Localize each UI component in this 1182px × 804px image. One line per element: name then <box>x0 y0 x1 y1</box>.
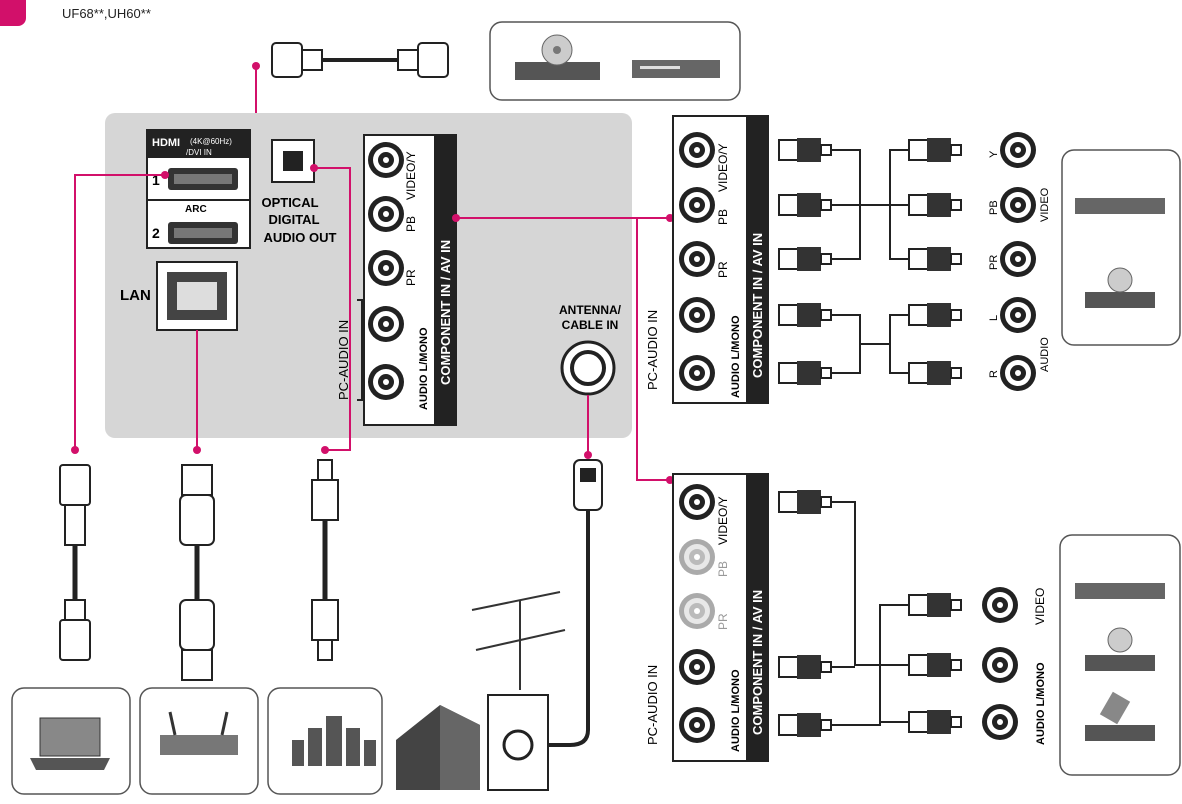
comp-pr-label: PR <box>716 261 730 278</box>
optical-port: OPTICAL DIGITAL AUDIO OUT <box>261 139 337 245</box>
y-label: Y <box>988 150 1000 158</box>
av-pr-label: PR <box>716 613 730 630</box>
hdmi-dvi: /DVI IN <box>186 148 212 157</box>
av-panel-bottom: VIDEO/Y PB PR AUDIO L/MONO COMPONENT IN … <box>645 473 769 762</box>
optical-label-1: OPTICAL <box>261 195 318 210</box>
component-devices-icons <box>1075 198 1165 308</box>
av-pc-audio-label: PC-AUDIO IN <box>645 665 660 745</box>
pink-wires <box>74 167 670 481</box>
av-audio-label-2: AUDIO L/MONO <box>1035 662 1047 745</box>
speaker-box <box>267 687 383 795</box>
av-audio-label: AUDIO L/MONO <box>730 669 742 752</box>
l-label: L <box>988 315 1000 321</box>
hdmi-port1-label: 1 <box>152 172 160 188</box>
component-cables-top: Y PB PR L R VIDEO AUDIO <box>778 132 1051 391</box>
audio-group-label: AUDIO <box>1039 337 1051 372</box>
hdmi-ports: HDMI (4K@60Hz) /DVI IN 1 ARC 2 <box>146 129 251 249</box>
hdmi-spec: (4K@60Hz) <box>190 137 232 146</box>
laptop-icon <box>30 717 110 770</box>
r-label: R <box>988 370 1000 378</box>
model-numbers: UF68**,UH60** <box>62 6 151 21</box>
hdmi-logo: HDMI <box>152 137 180 149</box>
tv-pb-label: PB <box>404 216 418 232</box>
av-video-label: VIDEO <box>1033 588 1047 625</box>
hdmi-port2-label: 2 <box>152 225 160 241</box>
comp-pc-audio-label: PC-AUDIO IN <box>645 310 660 390</box>
rooftop-antenna-icon <box>471 591 566 690</box>
lan-cable-bottom <box>179 464 215 681</box>
component-device-box <box>1061 149 1181 346</box>
lan-label: LAN <box>120 287 151 304</box>
comp-component-label: COMPONENT IN / AV IN <box>750 233 765 378</box>
antenna-label-2: CABLE IN <box>562 318 619 332</box>
optical-label-3: AUDIO OUT <box>264 230 337 245</box>
comp-pb-label: PB <box>716 209 730 225</box>
tv-video-y-label: VIDEO/Y <box>404 151 418 200</box>
step-badge <box>0 0 26 26</box>
speaker-system-icon <box>292 716 376 766</box>
dvd-player-icon <box>632 60 720 78</box>
optical-cable-bottom <box>311 459 339 661</box>
bluray-player-icon <box>515 34 600 80</box>
comp-audio-label: AUDIO L/MONO <box>730 315 742 398</box>
comp-video-y-label: VIDEO/Y <box>716 143 730 192</box>
house-icon <box>396 705 480 790</box>
av-component-label: COMPONENT IN / AV IN <box>750 590 765 735</box>
antenna-cable <box>487 459 603 791</box>
av-pb-label: PB <box>716 561 730 577</box>
video-group-label: VIDEO <box>1039 187 1051 222</box>
component-panel-top: VIDEO/Y PB PR AUDIO L/MONO COMPONENT IN … <box>645 115 769 404</box>
antenna-input: ANTENNA/ CABLE IN <box>559 303 622 396</box>
av-video-y-label: VIDEO/Y <box>716 496 730 545</box>
tv-audio-label: AUDIO L/MONO <box>418 327 430 410</box>
tv-pc-audio-label: PC-AUDIO IN <box>336 320 351 400</box>
antenna-label-1: ANTENNA/ <box>559 303 622 317</box>
pb-label: PB <box>988 200 1000 215</box>
hdmi-cable-bottom <box>59 464 91 661</box>
router-icon <box>160 711 238 755</box>
av-devices-icons <box>1075 583 1165 741</box>
av-cables-bottom: VIDEO AUDIO L/MONO <box>778 489 1047 745</box>
tv-pr-label: PR <box>404 269 418 286</box>
pr-label: PR <box>988 255 1000 270</box>
tv-component-strip: VIDEO/Y PB PR AUDIO L/MONO COMPONENT IN … <box>336 134 457 426</box>
optical-label-2: DIGITAL <box>268 212 319 227</box>
lan-port: LAN <box>120 261 238 331</box>
tv-component-label: COMPONENT IN / AV IN <box>438 240 453 385</box>
top-hdmi-cable <box>271 42 449 78</box>
arc-label: ARC <box>185 204 207 215</box>
